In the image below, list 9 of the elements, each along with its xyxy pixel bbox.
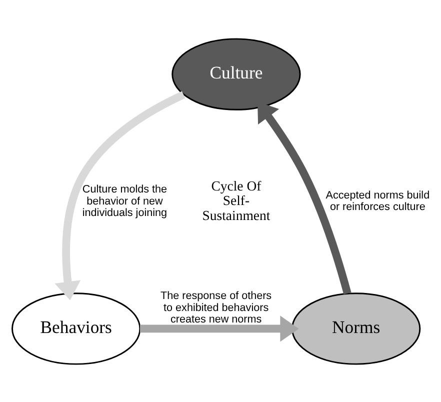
- edge-label: Accepted norms build or reinforces culture: [326, 188, 430, 213]
- edge-label: Culture molds the behavior of new individuals joining: [82, 182, 168, 219]
- node-ellipse: Culture: [172, 38, 301, 110]
- node-ellipse: Behaviors: [12, 292, 141, 364]
- arrow: [54, 90, 186, 300]
- arrow: [140, 315, 299, 342]
- label: Cycle Of Self-Sustainment: [202, 178, 270, 222]
- edge-label: The response of others to exhibited behaviors creates new norms: [160, 290, 272, 326]
- node-ellipse: Norms: [291, 292, 421, 364]
